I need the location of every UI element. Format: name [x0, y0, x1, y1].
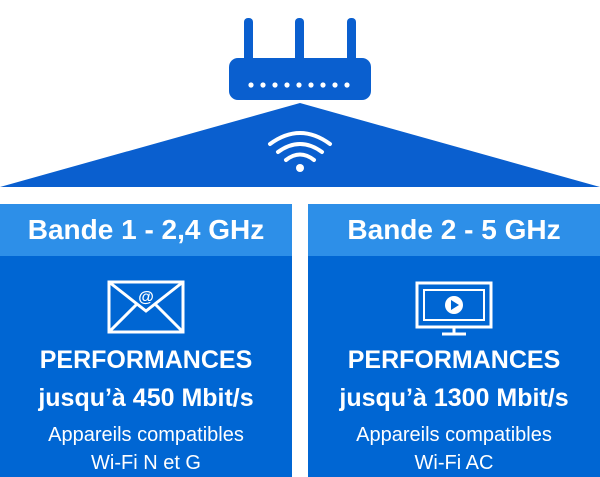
perf-title-1: PERFORMANCES [39, 346, 253, 374]
band-header-2: Bande 2 - 5 GHz [308, 204, 600, 256]
email-icon: @ [107, 280, 185, 334]
compat-line1-2: Appareils compatibles [356, 424, 552, 446]
svg-text:@: @ [138, 289, 154, 306]
band-panel-2: Bande 2 - 5 GHz PERFORMANCES jusqu’à 130… [308, 204, 600, 477]
compat-line2-2: Wi-Fi AC [414, 452, 494, 474]
band-panel-1: Bande 1 - 2,4 GHz @ PERFORMANCES jusqu’à… [0, 204, 292, 477]
router-icon [229, 18, 371, 100]
perf-speed-1: jusqu’à 450 Mbit/s [38, 384, 254, 412]
wifi-icon [268, 131, 332, 172]
compat-line2-1: Wi-Fi N et G [91, 452, 201, 474]
tv-play-icon [415, 281, 493, 336]
perf-speed-2: jusqu’à 1300 Mbit/s [339, 384, 569, 412]
perf-title-2: PERFORMANCES [347, 346, 561, 374]
compat-line1-1: Appareils compatibles [48, 424, 244, 446]
band-header-1: Bande 1 - 2,4 GHz [0, 204, 292, 256]
